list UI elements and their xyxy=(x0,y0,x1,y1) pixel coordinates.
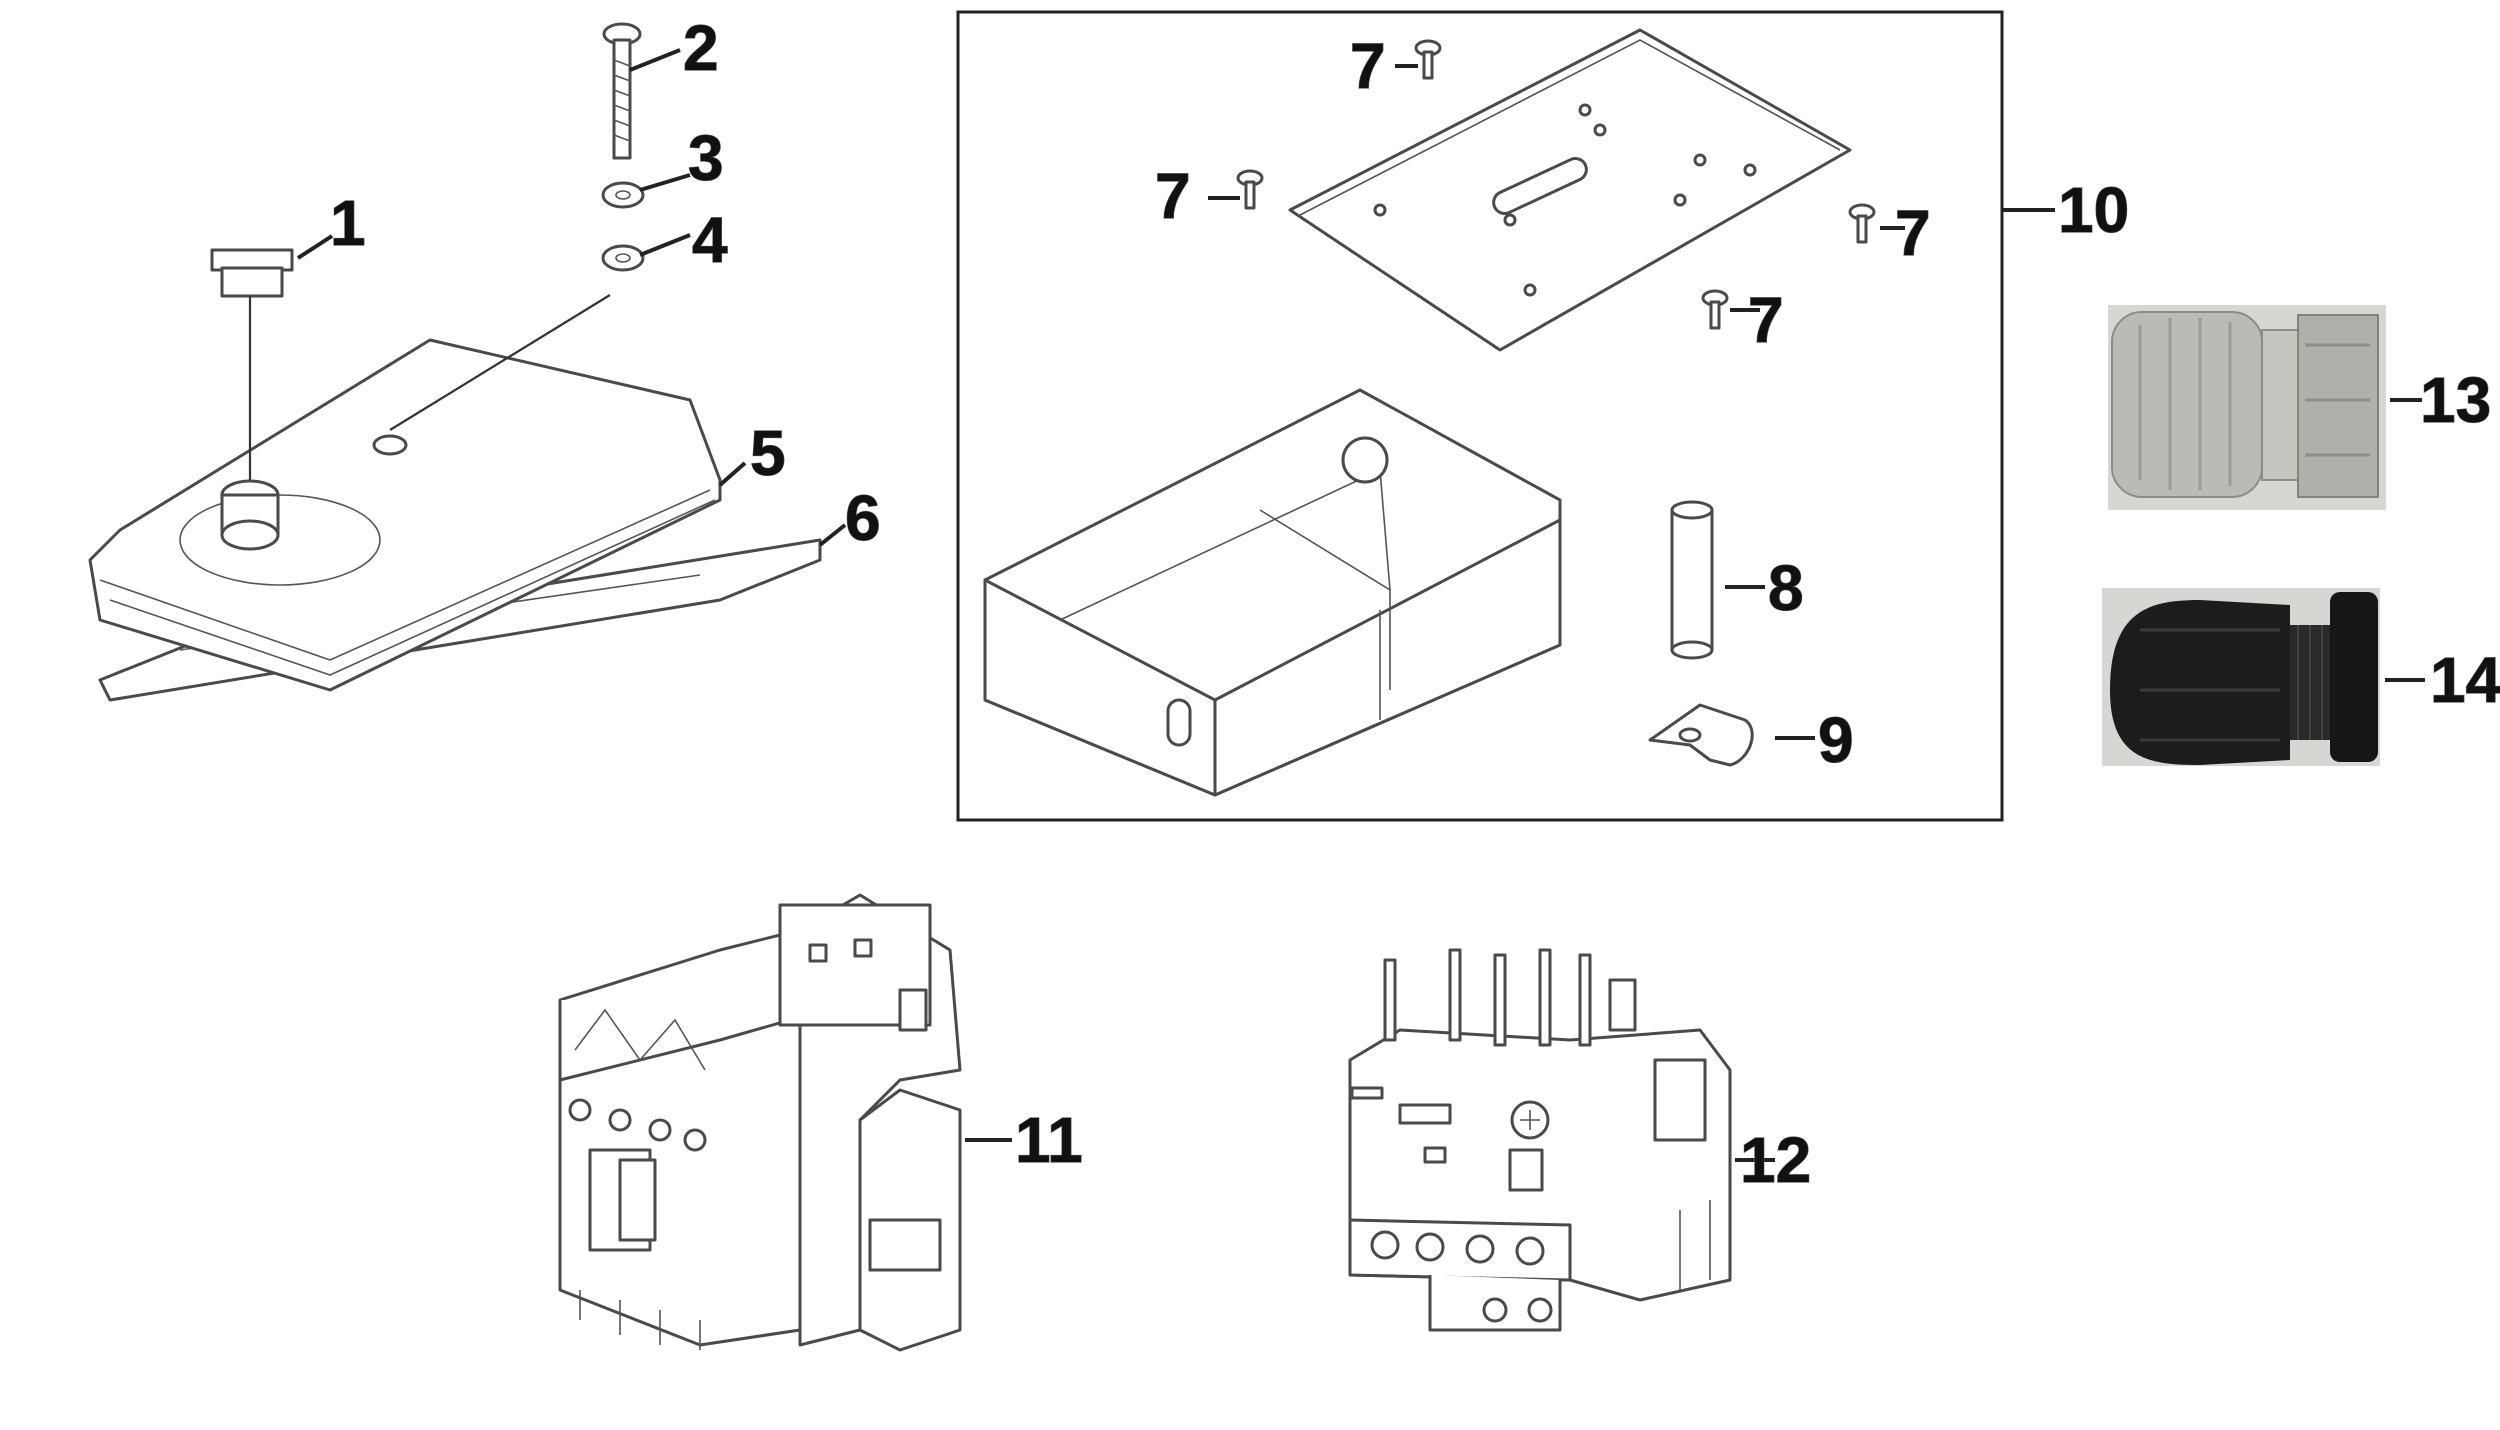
kit-frame xyxy=(956,10,2004,822)
mounting-plate-part xyxy=(1288,28,1852,352)
mounting-kit-group: 7 7 7 7 8 9 10 xyxy=(956,10,2130,822)
contactor-part xyxy=(558,893,962,1352)
callout-10: 10 xyxy=(2058,174,2129,246)
washer-part xyxy=(601,181,645,209)
callout-12: 12 xyxy=(1740,1124,1811,1196)
callout-11: 11 xyxy=(1015,1104,1083,1176)
callout-7-left: 7 xyxy=(1155,160,1191,232)
callout-7-right: 7 xyxy=(1895,197,1931,269)
cover-assembly: 1 2 3 4 5 6 xyxy=(88,11,881,702)
screw-7-lower xyxy=(1701,289,1729,330)
callout-4: 4 xyxy=(692,204,728,276)
cover-part xyxy=(88,338,722,692)
callout-2: 2 xyxy=(683,12,719,84)
cable-gland-black xyxy=(2102,588,2380,766)
lock-washer-part xyxy=(601,244,645,272)
callout-9: 9 xyxy=(1818,704,1854,776)
callout-1: 1 xyxy=(330,187,366,259)
callout-7-lower: 7 xyxy=(1748,284,1784,356)
screw-7-right xyxy=(1848,203,1876,244)
callout-13: 13 xyxy=(2420,364,2491,436)
callout-7-top: 7 xyxy=(1350,30,1386,102)
callout-8: 8 xyxy=(1768,552,1804,624)
enclosure-tray-part xyxy=(983,388,1562,797)
screw-7-left xyxy=(1236,169,1264,210)
callout-14: 14 xyxy=(2430,644,2500,716)
spacer-part xyxy=(1670,500,1714,660)
callout-3: 3 xyxy=(688,122,724,194)
overload-relay-part xyxy=(1348,948,1732,1332)
plug-part xyxy=(210,248,294,480)
screw-7-top xyxy=(1414,39,1442,80)
cable-clip-part xyxy=(1648,703,1754,767)
screw-part xyxy=(602,22,642,160)
callout-5: 5 xyxy=(750,417,786,489)
cable-gland-grey xyxy=(2108,305,2386,510)
callout-6: 6 xyxy=(845,482,881,554)
